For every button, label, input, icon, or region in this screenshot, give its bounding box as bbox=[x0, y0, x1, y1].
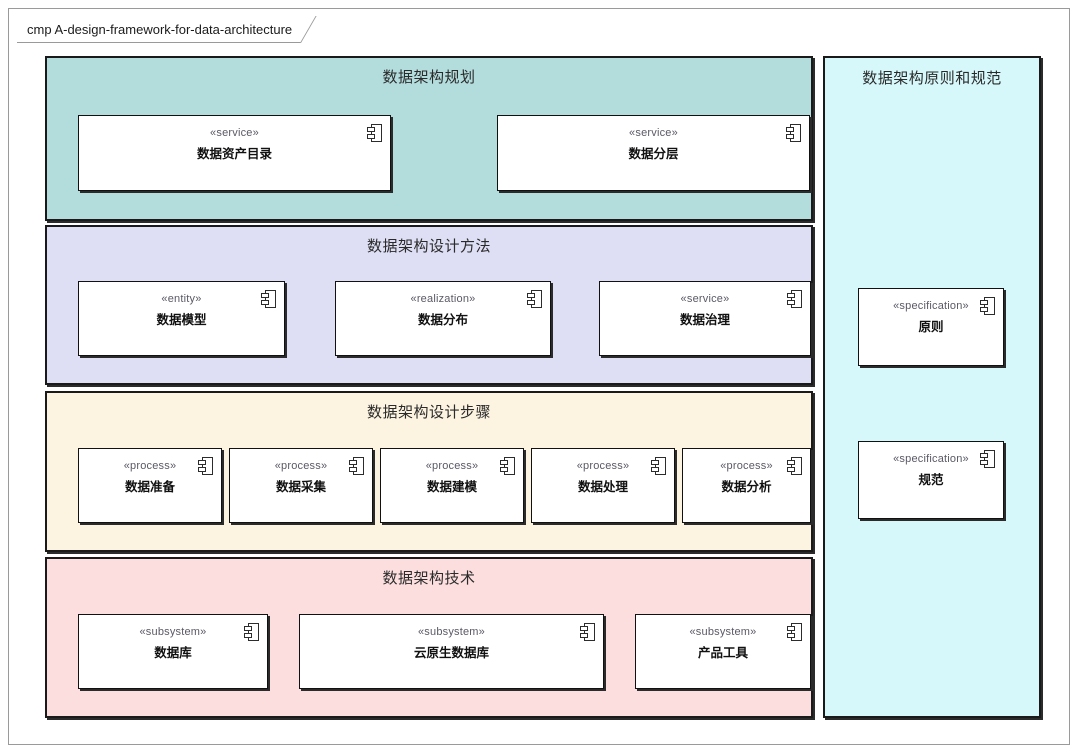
component-data-layering[interactable]: «service» 数据分层 bbox=[497, 115, 810, 191]
component-data-governance[interactable]: «service» 数据治理 bbox=[599, 281, 811, 356]
band-planning[interactable]: 数据架构规划 «service» 数据资产目录 «service» 数据分层 bbox=[45, 56, 813, 221]
band-design-steps-title: 数据架构设计步骤 bbox=[366, 404, 491, 421]
component-data-preparation[interactable]: «process» 数据准备 bbox=[78, 448, 222, 523]
uml-component-icon bbox=[367, 124, 382, 142]
uml-component-icon bbox=[787, 623, 802, 641]
band-design-method-title: 数据架构设计方法 bbox=[366, 238, 491, 255]
component-name: 数据准备 bbox=[124, 480, 175, 494]
stereotype-label: «service» bbox=[680, 293, 730, 305]
stereotype-label: «process» bbox=[720, 460, 773, 472]
component-name: 数据分析 bbox=[721, 480, 772, 494]
component-principle[interactable]: «specification» 原则 bbox=[858, 288, 1004, 366]
frame-label-text: cmp A-design-framework-for-data-architec… bbox=[27, 22, 293, 37]
component-name: 数据采集 bbox=[275, 480, 326, 494]
uml-component-icon bbox=[787, 457, 802, 475]
panel-title: 数据架构原则和规范 bbox=[862, 70, 1002, 87]
component-name: 数据资产目录 bbox=[196, 147, 272, 161]
stereotype-label: «process» bbox=[576, 460, 630, 472]
stereotype-label: «process» bbox=[123, 460, 177, 472]
component-cloud-native-database[interactable]: «subsystem» 云原生数据库 bbox=[299, 614, 604, 689]
component-name: 产品工具 bbox=[697, 646, 748, 660]
uml-component-icon bbox=[787, 290, 802, 308]
component-data-collection[interactable]: «process» 数据采集 bbox=[229, 448, 373, 523]
uml-component-icon bbox=[527, 290, 542, 308]
band-design-steps[interactable]: 数据架构设计步骤 «process» 数据准备 «process» 数据采集 «… bbox=[45, 391, 813, 552]
component-name: 数据模型 bbox=[156, 313, 207, 327]
component-name: 数据分层 bbox=[628, 147, 679, 161]
component-name: 规范 bbox=[918, 473, 944, 487]
stereotype-label: «specification» bbox=[893, 300, 969, 312]
stereotype-label: «service» bbox=[210, 127, 259, 139]
panel-principles-and-specs[interactable]: 数据架构原则和规范 «specification» 原则 «specificat… bbox=[823, 56, 1041, 718]
component-name: 云原生数据库 bbox=[413, 646, 489, 660]
component-database[interactable]: «subsystem» 数据库 bbox=[78, 614, 268, 689]
component-name: 数据处理 bbox=[577, 480, 628, 494]
uml-component-icon bbox=[500, 457, 515, 475]
stereotype-label: «process» bbox=[425, 460, 479, 472]
uml-component-icon bbox=[980, 297, 995, 315]
component-data-distribution[interactable]: «realization» 数据分布 bbox=[335, 281, 551, 356]
uml-component-icon bbox=[261, 290, 276, 308]
stereotype-label: «service» bbox=[629, 127, 678, 139]
uml-component-icon bbox=[349, 457, 364, 475]
component-name: 数据建模 bbox=[426, 480, 477, 494]
component-data-model[interactable]: «entity» 数据模型 bbox=[78, 281, 285, 356]
component-name: 数据治理 bbox=[679, 313, 730, 327]
frame-label-tab: cmp A-design-framework-for-data-architec… bbox=[17, 17, 320, 43]
component-data-processing[interactable]: «process» 数据处理 bbox=[531, 448, 675, 523]
component-name: 数据库 bbox=[154, 646, 192, 660]
component-name: 数据分布 bbox=[417, 313, 468, 327]
stereotype-label: «entity» bbox=[161, 293, 202, 305]
component-data-modeling[interactable]: «process» 数据建模 bbox=[380, 448, 524, 523]
component-data-asset-catalog[interactable]: «service» 数据资产目录 bbox=[78, 115, 391, 191]
band-technology-title: 数据架构技术 bbox=[382, 570, 476, 587]
stereotype-label: «subsystem» bbox=[689, 626, 757, 638]
uml-component-icon bbox=[198, 457, 213, 475]
stereotype-label: «specification» bbox=[893, 453, 969, 465]
stereotype-label: «subsystem» bbox=[139, 626, 207, 638]
component-product-tools[interactable]: «subsystem» 产品工具 bbox=[635, 614, 811, 689]
component-name: 原则 bbox=[918, 320, 944, 334]
stereotype-label: «realization» bbox=[410, 293, 476, 305]
band-technology[interactable]: 数据架构技术 «subsystem» 数据库 «subsystem» 云原生数据… bbox=[45, 557, 813, 718]
uml-component-icon bbox=[580, 623, 595, 641]
band-design-method[interactable]: 数据架构设计方法 «entity» 数据模型 «realization» 数据分… bbox=[45, 225, 813, 385]
uml-component-icon bbox=[651, 457, 666, 475]
uml-component-icon bbox=[244, 623, 259, 641]
stereotype-label: «process» bbox=[274, 460, 328, 472]
uml-component-icon bbox=[980, 450, 995, 468]
stereotype-label: «subsystem» bbox=[417, 626, 485, 638]
band-planning-title: 数据架构规划 bbox=[382, 69, 476, 86]
uml-frame: cmp A-design-framework-for-data-architec… bbox=[8, 8, 1070, 745]
uml-component-icon bbox=[786, 124, 801, 142]
component-specification[interactable]: «specification» 规范 bbox=[858, 441, 1004, 519]
component-data-analysis[interactable]: «process» 数据分析 bbox=[682, 448, 811, 523]
